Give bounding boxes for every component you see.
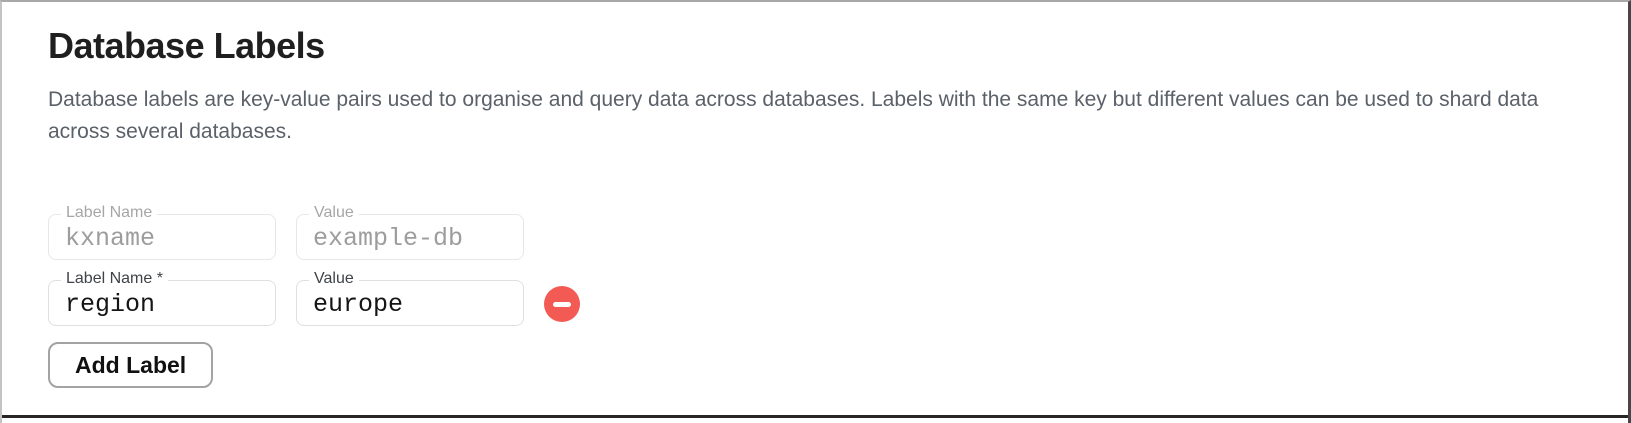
- add-label-button[interactable]: Add Label: [48, 342, 214, 389]
- value-input-disabled: [296, 214, 524, 261]
- value-input[interactable]: [296, 280, 524, 327]
- value-label: Value: [309, 270, 359, 289]
- value-label: Value: [309, 204, 359, 223]
- label-name-label: Label Name: [61, 204, 158, 223]
- value-field-disabled: Value: [296, 204, 524, 261]
- page-description: Database labels are key-value pairs used…: [48, 88, 1539, 144]
- panel-content: Database Labels Database labels are key-…: [2, 2, 1628, 389]
- label-row-kxname: Label Name Value: [48, 204, 1588, 261]
- value-field: Value: [296, 270, 524, 327]
- label-name-field-disabled: Label Name: [48, 204, 276, 261]
- bottom-window-edge: [2, 415, 1628, 418]
- labels-form: Label Name Value Label Name * Value: [48, 204, 1588, 389]
- label-name-required-label: Label Name *: [61, 270, 168, 289]
- remove-label-button[interactable]: [544, 286, 580, 323]
- page-title: Database Labels: [48, 25, 325, 66]
- label-row-region: Label Name * Value: [48, 270, 1588, 327]
- minus-circle-icon: [553, 301, 571, 307]
- label-name-field: Label Name *: [48, 270, 276, 327]
